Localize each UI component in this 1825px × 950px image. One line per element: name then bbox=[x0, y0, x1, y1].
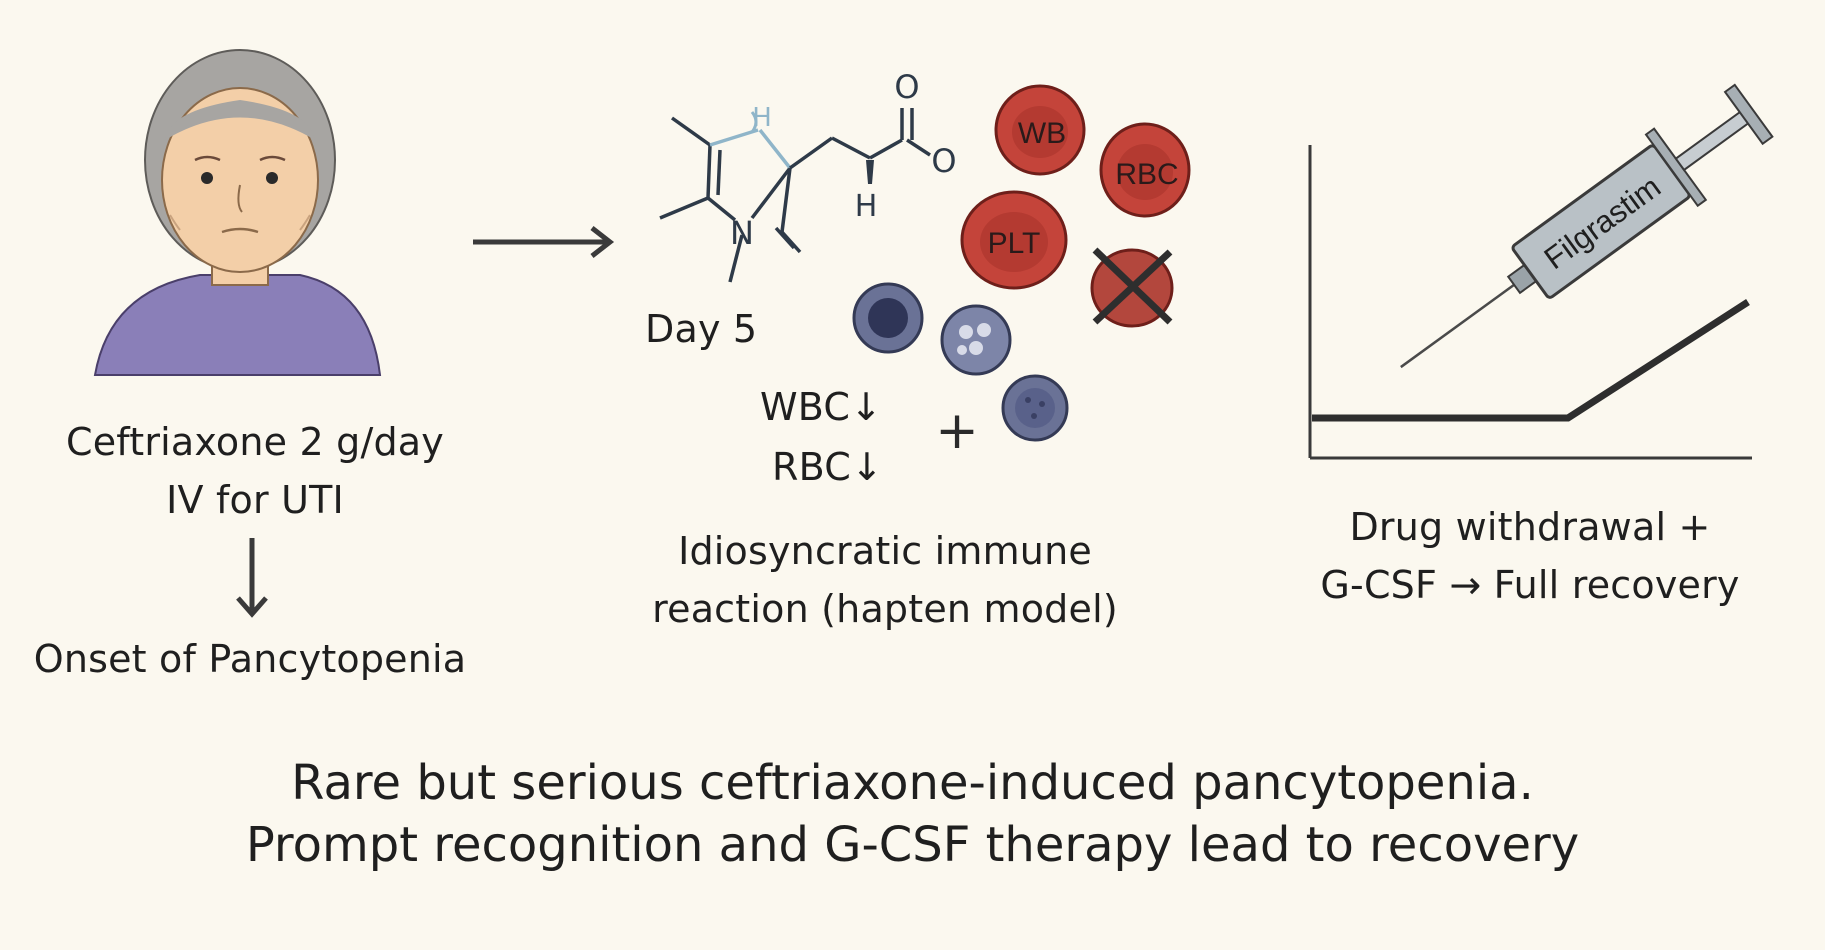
red-cell-plt: PLT bbox=[960, 190, 1068, 290]
rbc-decrease-label: RBC↓ bbox=[772, 445, 883, 489]
patient-face bbox=[161, 87, 319, 273]
onset-label: Onset of Pancytopenia bbox=[33, 637, 467, 681]
elderly-patient-icon bbox=[93, 49, 382, 376]
oxygen-atom-label: O bbox=[894, 68, 919, 106]
treatment-description: Ceftriaxone 2 g/day IV for UTI bbox=[20, 413, 490, 529]
oxygen-atom-label-2: O bbox=[931, 142, 956, 180]
hydrogen-atom-label-2: H bbox=[752, 103, 772, 133]
patient-cheek-line-right bbox=[299, 214, 311, 231]
hapten-molecule-icon bbox=[659, 108, 931, 283]
syringe-icon: Filgrastim bbox=[1400, 83, 1774, 369]
summary-footer: Rare but serious ceftriaxone-induced pan… bbox=[0, 752, 1825, 876]
patient-right-eye bbox=[266, 172, 278, 184]
patient-nose bbox=[237, 184, 243, 213]
treatment-line-1: Ceftriaxone 2 g/day bbox=[66, 420, 444, 464]
recovery-trend-line bbox=[1312, 299, 1750, 422]
recovery-graph bbox=[1308, 145, 1752, 460]
treatment-line-2: IV for UTI bbox=[166, 478, 344, 522]
recovery-line-2: G-CSF → Full recovery bbox=[1320, 563, 1740, 607]
wbc-decrease-label: WBC↓ bbox=[760, 385, 883, 429]
recovery-line-1: Drug withdrawal + bbox=[1349, 505, 1711, 549]
patient-left-brow bbox=[194, 155, 221, 162]
down-arrow-icon bbox=[236, 538, 268, 618]
cell-label-rbc: RBC bbox=[1115, 158, 1178, 191]
hydrogen-atom-label: H bbox=[855, 189, 878, 224]
patient-fringe bbox=[165, 100, 315, 140]
right-arrow-icon bbox=[473, 226, 615, 258]
red-cell-wbc: WB bbox=[994, 84, 1086, 176]
patient-shirt bbox=[93, 274, 382, 376]
white-cell-lymphocyte bbox=[852, 282, 924, 354]
patient-left-eye bbox=[201, 172, 213, 184]
wedge-bond bbox=[866, 160, 874, 184]
cell-label-wbc: WB bbox=[1018, 117, 1066, 150]
white-cell-monocyte bbox=[1001, 374, 1069, 442]
patient-right-brow bbox=[259, 155, 286, 162]
day-label: Day 5 bbox=[645, 307, 758, 351]
mechanism-line-2: reaction (hapten model) bbox=[652, 587, 1118, 631]
plus-sign: + bbox=[935, 401, 979, 461]
nitrogen-atom-label: N bbox=[730, 214, 754, 252]
white-cell-granulocyte bbox=[940, 304, 1012, 376]
red-cell-rbc: RBC bbox=[1099, 122, 1191, 218]
mechanism-description: Idiosyncratic immune reaction (hapten mo… bbox=[600, 522, 1170, 638]
hash-bond bbox=[750, 111, 758, 133]
patient-cheek-line bbox=[169, 214, 181, 231]
summary-line-1: Rare but serious ceftriaxone-induced pan… bbox=[291, 755, 1534, 811]
summary-line-2: Prompt recognition and G-CSF therapy lea… bbox=[245, 817, 1580, 873]
patient-mouth bbox=[221, 227, 259, 234]
cell-label-plt: PLT bbox=[988, 227, 1041, 260]
destroyed-cell-icon bbox=[1090, 247, 1174, 328]
recovery-description: Drug withdrawal + G-CSF → Full recovery bbox=[1290, 498, 1770, 614]
mechanism-line-1: Idiosyncratic immune bbox=[678, 529, 1092, 573]
